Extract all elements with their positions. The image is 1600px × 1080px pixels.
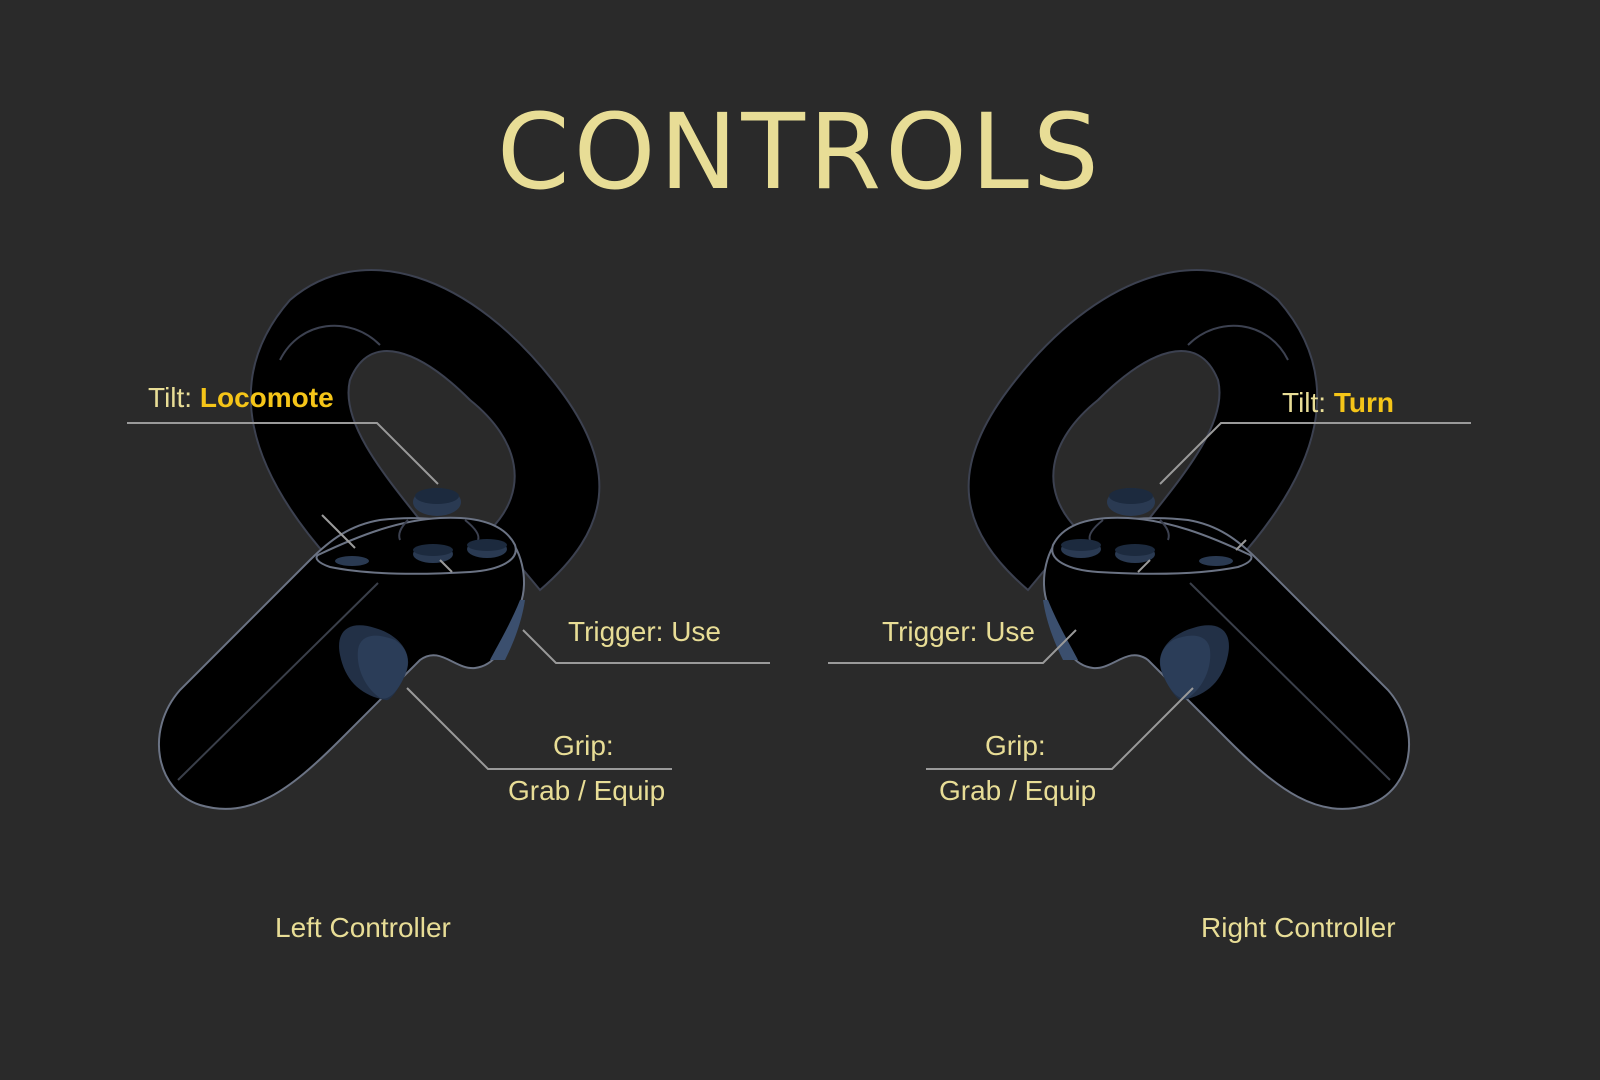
right-tilt-label: Tilt: Turn [1282, 386, 1394, 420]
right-trigger-line [828, 629, 1077, 664]
left-trigger-line [522, 629, 770, 664]
right-tilt-prefix: Tilt: [1282, 387, 1327, 418]
right-controller-caption: Right Controller [1201, 912, 1396, 943]
right-tilt-action: Turn [1333, 387, 1394, 418]
right-grip-line [926, 687, 1194, 770]
left-tilt-label: Tilt: Locomote [148, 381, 334, 415]
right-grip-action: Grab / Equip [939, 775, 1097, 806]
left-tilt-line [127, 422, 439, 485]
page-title: CONTROLS [497, 91, 1103, 213]
right-trigger-label: Trigger: Use [882, 616, 1036, 647]
right-tilt-line [1159, 422, 1471, 485]
right-leader-lines [828, 422, 1471, 770]
left-tilt-prefix: Tilt: [148, 382, 193, 413]
left-controller-graphic [157, 269, 601, 810]
left-grip-label: Grip: [553, 730, 614, 761]
left-grip-line [406, 687, 672, 770]
right-grip-label: Grip: [985, 730, 1046, 761]
left-leader-lines [127, 422, 770, 770]
left-controller-caption: Left Controller [275, 912, 451, 943]
left-grip-action: Grab / Equip [508, 775, 666, 806]
left-trigger-label: Trigger: Use [568, 616, 722, 647]
left-tilt-action: Locomote [199, 382, 334, 413]
